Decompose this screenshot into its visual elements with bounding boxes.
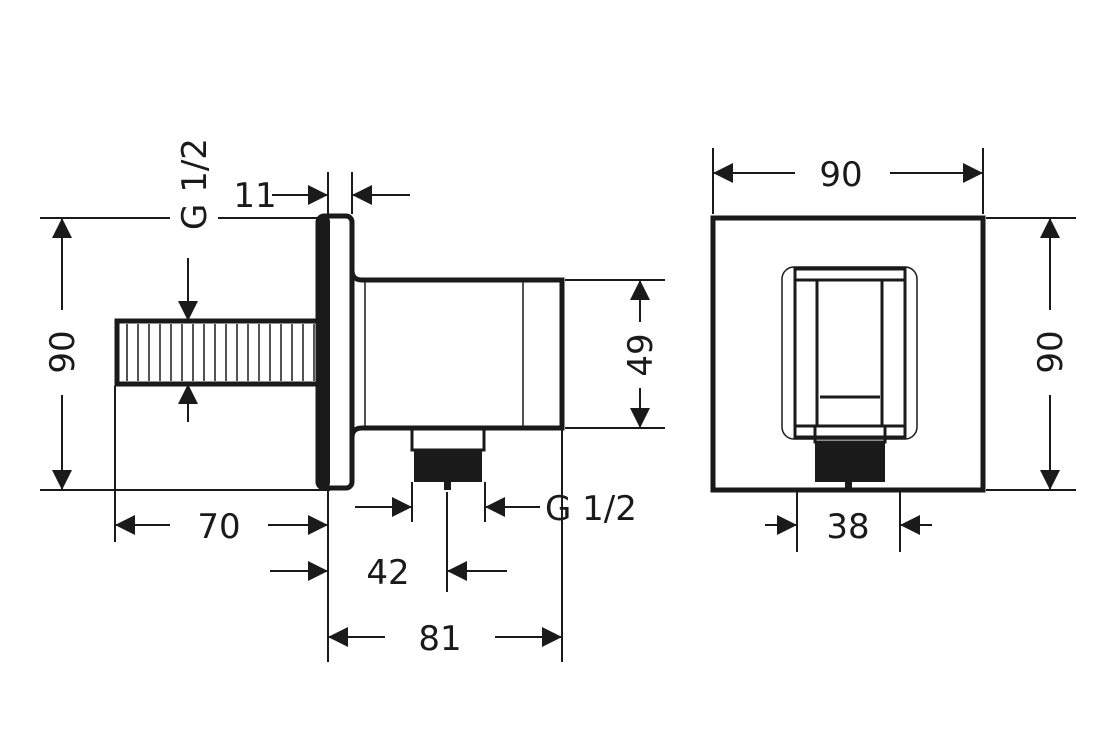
dim-body-height: 49 [621,333,661,376]
side-view: 11 G 1/2 90 70 42 G 1/2 81 49 [40,138,665,662]
dim-outlet-offset: 42 [366,553,409,593]
dim-outlet-thread: G 1/2 [545,489,637,529]
dim-front-height: 90 [1031,330,1071,373]
wall-flange [315,213,355,491]
dim-outlet-width: 38 [826,507,869,547]
dim-side-height: 90 [43,330,83,373]
dim-flange-depth: 11 [233,176,276,216]
holder-outline [781,266,918,490]
dim-total-depth: 81 [418,619,461,659]
front-view: 90 90 38 [710,148,1076,552]
dim-pipe-length: 70 [197,507,240,547]
dim-inlet-thread: G 1/2 [175,138,215,230]
outlet-body [349,269,565,439]
outlet-nut [410,426,486,490]
threaded-pipe [114,318,321,387]
dim-front-width: 90 [819,155,862,195]
